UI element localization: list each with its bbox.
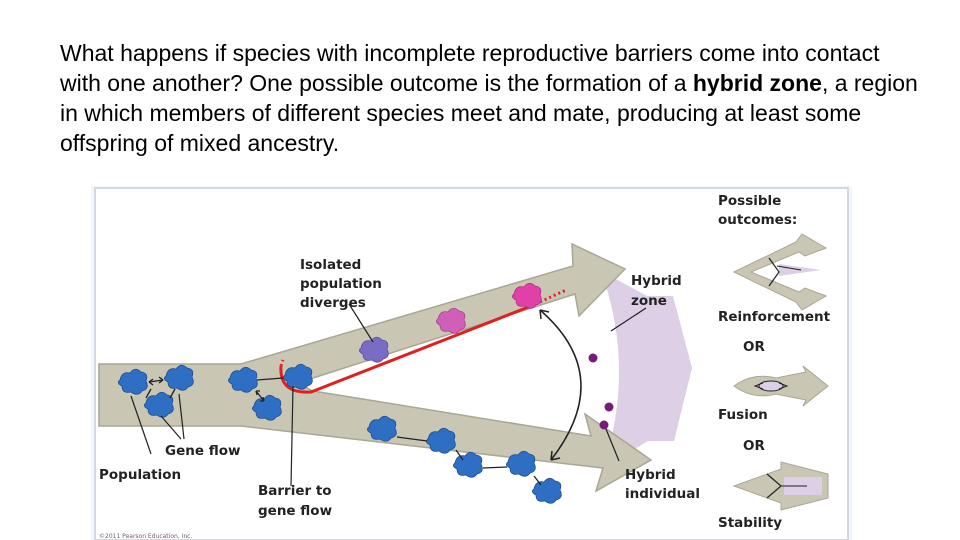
boundary-arrowhead-bottom: [550, 450, 561, 461]
label-isolated-line2: population: [300, 276, 382, 292]
gene-flow-arrows: [145, 376, 542, 486]
label-isolated-line1: Isolated: [300, 257, 361, 273]
figure-panel: [94, 187, 849, 540]
hybrid-zone-region: [601, 271, 692, 468]
new-species-organism: [512, 282, 542, 309]
label-hybrid-individual-line2: individual: [625, 486, 700, 502]
copyright-text: ©2011 Pearson Education, Inc.: [99, 533, 192, 540]
diverged-organism: [436, 307, 466, 334]
barrier-line: [279, 304, 532, 394]
label-hybrid-zone-line2: zone: [631, 293, 667, 309]
hybrid-zone-boundary: [539, 309, 582, 461]
label-isolated: Isolated population diverges: [300, 257, 382, 311]
caption-part-1: What happens if species with incomplete …: [60, 40, 880, 96]
label-barrier: Barrier to gene flow: [258, 483, 332, 519]
fusion-mini-diagram: [733, 365, 829, 407]
blue-organism: [426, 427, 456, 454]
stability-mini-diagram: [732, 461, 829, 511]
reinforcement-mini-diagram: [732, 233, 828, 311]
outcomes-title: Possible outcomes:: [718, 193, 797, 228]
blue-organism: [118, 368, 148, 395]
blue-organism: [367, 415, 397, 442]
or-separator-2: OR: [743, 438, 765, 454]
label-hybrid-individual: Hybrid individual: [625, 467, 700, 502]
label-isolated-line3: diverges: [300, 295, 366, 311]
label-hybrid-individual-line1: Hybrid: [625, 467, 676, 483]
hybrid-dot: [588, 353, 598, 363]
blue-organism: [453, 451, 483, 478]
blue-organism: [283, 363, 313, 390]
label-barrier-line2: gene flow: [258, 503, 332, 519]
population-organisms: [118, 282, 562, 504]
hybrid-dot: [599, 420, 609, 430]
outcome-stability: Stability: [718, 515, 782, 531]
label-pointers: [130, 303, 647, 487]
label-hybrid-zone-line1: Hybrid: [631, 273, 682, 289]
label-hybrid-zone: Hybrid zone: [631, 273, 682, 309]
blue-organism: [506, 450, 536, 477]
hybrid-zone-diagram: Isolated population diverges Hybrid zone Ge…: [91, 186, 852, 540]
blue-organism: [228, 366, 258, 393]
blue-organism: [164, 364, 194, 391]
hybrid-dot: [604, 402, 614, 412]
hybrid-zone-figure: Isolated population diverges Hybrid zone Ge…: [91, 186, 852, 540]
blue-organism: [252, 394, 282, 421]
caption-bold-term: hybrid zone: [692, 70, 822, 96]
barrier-line-start: [279, 359, 285, 367]
blue-organism: [144, 391, 174, 418]
label-population: Population: [99, 467, 181, 483]
outcomes-title-line1: Possible: [718, 193, 781, 209]
outcome-reinforcement: Reinforcement: [718, 309, 831, 325]
caption-part-2: , a region in which members of different…: [60, 70, 918, 156]
outcomes-title-line2: outcomes:: [718, 212, 797, 228]
label-gene-flow: Gene flow: [165, 443, 240, 459]
blue-organism: [532, 477, 562, 504]
caption-text: What happens if species with incomplete …: [60, 38, 920, 158]
label-barrier-line1: Barrier to: [258, 483, 332, 499]
boundary-arrowhead-top: [539, 309, 550, 320]
outcome-fusion: Fusion: [718, 407, 768, 423]
or-separator-1: OR: [743, 339, 765, 355]
